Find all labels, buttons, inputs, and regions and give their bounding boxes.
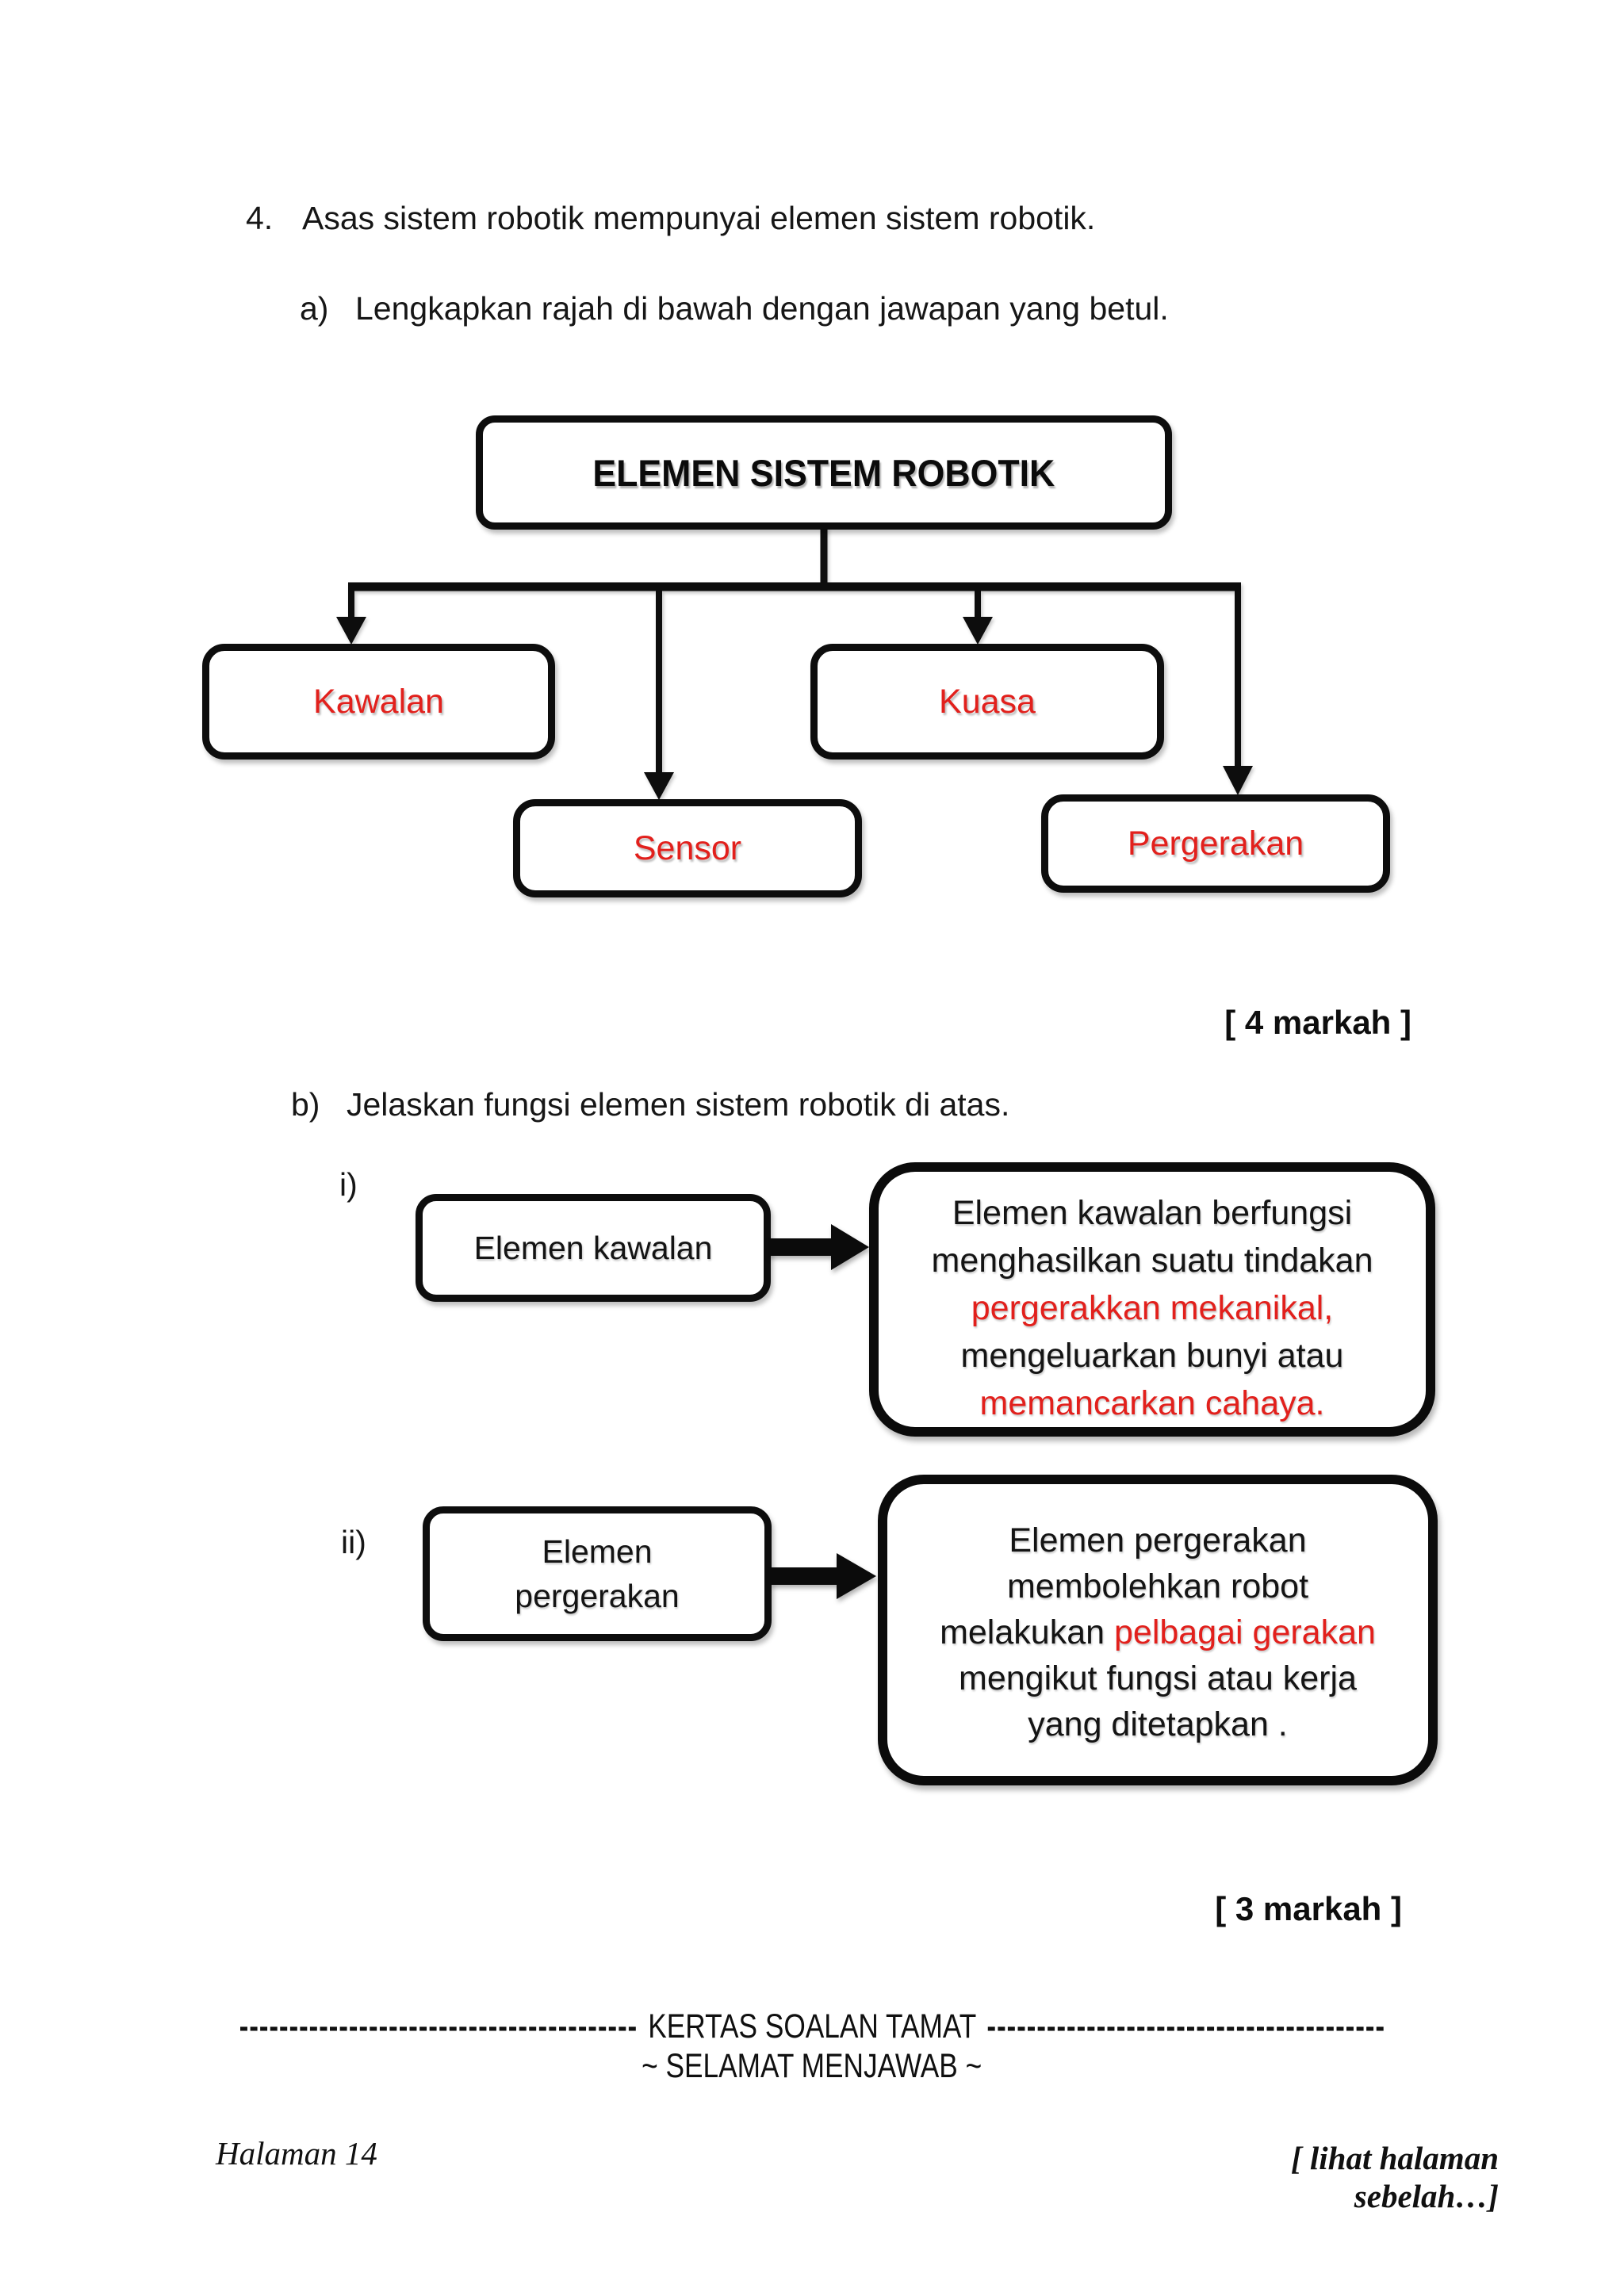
flow-arrow-ii <box>770 1553 876 1599</box>
description-line: Elemen pergerakan <box>1009 1517 1306 1563</box>
diagram-label-kuasa: Kuasa <box>939 682 1036 721</box>
description-segment-red: pergerakkan mekanikal, <box>971 1289 1334 1327</box>
description-line: membolehkan robot <box>1007 1563 1308 1609</box>
diagram-label-kawalan: Kawalan <box>313 682 444 721</box>
diagram-root-box: ELEMEN SISTEM ROBOTIK <box>476 415 1172 530</box>
footer-dashes-left: ---------------------------------------- <box>239 2007 638 2045</box>
description-line: yang ditetapkan . <box>1028 1701 1288 1747</box>
description-line: mengeluarkan bunyi atau <box>961 1332 1344 1380</box>
description-segment-red: memancarkan cahaya. <box>979 1384 1325 1422</box>
item-i-source-box: Elemen kawalan <box>416 1194 771 1302</box>
flow-arrow-ii-shape <box>770 1553 876 1599</box>
diagram-label-sensor: Sensor <box>633 828 742 867</box>
description-segment: Elemen kawalan berfungsi <box>952 1194 1353 1232</box>
description-line: Elemen kawalan berfungsi <box>952 1189 1352 1237</box>
footer-next-page-note: [ lihat halaman sebelah…] <box>1290 2140 1499 2214</box>
description-segment: mengikut fungsi atau kerja <box>959 1659 1357 1697</box>
item-ii-label: ii) <box>341 1524 366 1560</box>
question-number: 4. <box>246 200 274 236</box>
item-i-source-text: Elemen kawalan <box>473 1230 713 1266</box>
flow-arrow-i-shape <box>768 1224 869 1270</box>
description-segment-red: pelbagai gerakan <box>1113 1613 1376 1651</box>
description-line: mengikut fungsi atau kerja <box>959 1655 1357 1701</box>
diagram-box-kuasa: Kuasa <box>810 644 1164 760</box>
description-segment: yang ditetapkan . <box>1028 1705 1288 1743</box>
description-line: menghasilkan suatu tindakan <box>932 1237 1373 1284</box>
diagram-connectors <box>336 526 1253 800</box>
marks-part-a: [ 4 markah ] <box>1224 1004 1411 1041</box>
description-segment: membolehkan robot <box>1006 1567 1309 1605</box>
diagram-box-kawalan: Kawalan <box>202 644 555 760</box>
item-i-description-box: Elemen kawalan berfungsi menghasilkan sua… <box>869 1162 1435 1437</box>
footer-subtext-line: ~ SELAMAT MENJAWAB ~ <box>0 2047 1624 2086</box>
diagram-root-title: ELEMEN SISTEM ROBOTIK <box>592 451 1055 494</box>
item-ii-description-box: Elemen pergerakan membolehkan robot melaku… <box>878 1475 1438 1785</box>
diagram-label-pergerakan: Pergerakan <box>1127 824 1304 863</box>
description-segment: mengeluarkan bunyi atau <box>960 1337 1344 1375</box>
footer-page-label: Halaman 14 <box>216 2135 377 2172</box>
footer-end-line: ----------------------------------------… <box>0 2007 1624 2046</box>
arrowhead-pergerakan <box>1223 766 1253 795</box>
part-b-text: Jelaskan fungsi elemen sistem robotik di… <box>347 1086 1010 1123</box>
marks-part-b: [ 3 markah ] <box>1215 1890 1402 1927</box>
description-line: pergerakkan mekanikal, <box>971 1284 1334 1332</box>
item-ii-source-box: Elemen pergerakan <box>423 1506 772 1641</box>
part-a-text: Lengkapkan rajah di bawah dengan jawapan… <box>355 290 1169 327</box>
footer-subtext: ~ SELAMAT MENJAWAB ~ <box>642 2047 982 2085</box>
footer-end-text: KERTAS SOALAN TAMAT <box>647 2007 977 2045</box>
item-ii-source-text-line1: Elemen <box>542 1533 653 1570</box>
diagram-box-sensor: Sensor <box>513 799 862 897</box>
flow-arrow-i <box>768 1224 869 1270</box>
arrowhead-kuasa <box>963 617 993 645</box>
arrowhead-kawalan <box>336 617 366 645</box>
description-line: memancarkan cahaya. <box>980 1380 1325 1427</box>
arrowhead-sensor <box>644 772 674 800</box>
item-i-label: i) <box>339 1166 358 1203</box>
question-text: Asas sistem robotik mempunyai elemen sis… <box>302 200 1096 236</box>
footer-dashes-right: ---------------------------------------- <box>986 2007 1385 2045</box>
item-ii-source-text-line2: pergerakan <box>515 1578 680 1614</box>
description-segment: melakukan <box>940 1613 1114 1651</box>
description-segment: menghasilkan suatu tindakan <box>931 1242 1373 1280</box>
description-segment: Elemen pergerakan <box>1009 1521 1307 1559</box>
description-line: melakukan pelbagai gerakan <box>940 1609 1376 1655</box>
diagram-box-pergerakan: Pergerakan <box>1041 794 1390 893</box>
part-a-label: a) <box>300 290 329 327</box>
part-b-label: b) <box>291 1086 320 1123</box>
